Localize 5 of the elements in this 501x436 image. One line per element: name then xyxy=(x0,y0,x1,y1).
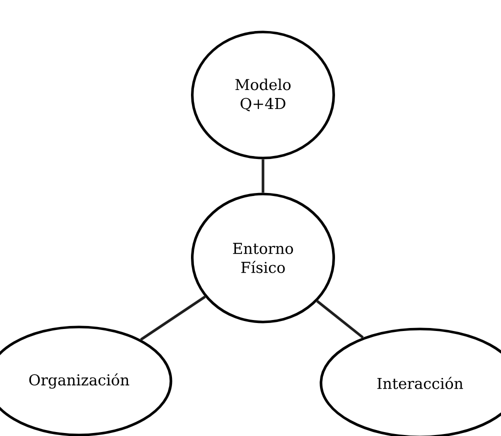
connector-line xyxy=(262,159,264,193)
circle-node: Modelo Q+4D xyxy=(191,30,335,160)
circle-node: Entorno Físico xyxy=(191,192,335,324)
connector-line xyxy=(316,300,364,339)
connector-line xyxy=(140,296,206,341)
